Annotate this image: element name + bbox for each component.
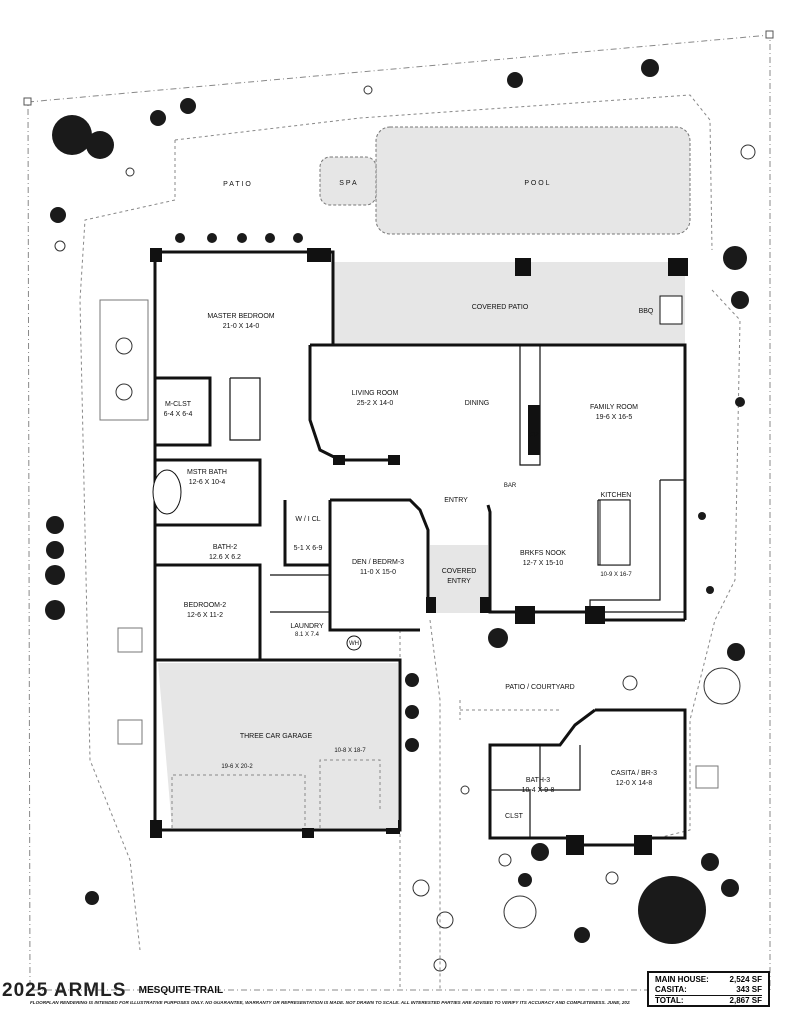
bath-3-name: BATH-3: [526, 777, 550, 784]
living-room-dims: 25-2 X 14-0: [357, 400, 394, 407]
family-room-dims: 19-6 X 16-5: [596, 414, 633, 421]
m-clst-dims: 6-4 X 6-4: [164, 411, 193, 418]
patio-column: [668, 258, 688, 276]
side-patio-pad: [99, 299, 149, 421]
garage-door-right: [319, 759, 381, 828]
family-room-name: FAMILY ROOM: [590, 404, 638, 411]
mstr-bath-name: MSTR BATH: [187, 469, 227, 476]
landscaping: [45, 59, 756, 972]
master-bedroom-dims: 21-0 X 14-0: [223, 323, 260, 330]
bbq-label: BBQ: [639, 308, 654, 315]
wicl-dims: 5-1 X 6-9: [294, 545, 323, 552]
square-footage-box: MAIN HOUSE: 2,524 SF CASITA: 343 SF TOTA…: [647, 971, 770, 1007]
copyright-watermark: 2025 ARMLS: [2, 980, 127, 1001]
main-house-label: MAIN HOUSE:: [655, 975, 709, 984]
utility-pad: [695, 765, 719, 789]
covered-patio: [333, 262, 685, 344]
lot-line: [27, 34, 771, 991]
garage-name: THREE CAR GARAGE: [240, 733, 313, 740]
entry-label: ENTRY: [444, 497, 468, 504]
bathtub: [152, 469, 182, 515]
wicl-name: W / I CL: [295, 516, 320, 523]
dining-label: DINING: [465, 400, 490, 407]
kitchen-dims: 10-9 X 16-7: [600, 572, 632, 578]
mstr-bath-dims: 12-6 X 10-4: [189, 479, 226, 486]
laundry-name: LAUNDRY: [290, 623, 324, 630]
brkfs-nook-dims: 12-7 X 15-10: [523, 560, 564, 567]
patio-courtyard-label: PATIO / COURTYARD: [505, 684, 575, 691]
casita-row: CASITA: 343 SF: [655, 985, 762, 995]
garage-floor: [158, 663, 398, 828]
bath-2-dims: 12.6 X 6.2: [209, 554, 241, 561]
casita-closet-wall: [490, 789, 531, 838]
bar-label: BAR: [504, 483, 517, 489]
casita-column: [566, 835, 584, 855]
living-room-name: LIVING ROOM: [352, 390, 399, 397]
main-house-row: MAIN HOUSE: 2,524 SF: [655, 975, 762, 985]
utility-pad: [117, 627, 143, 653]
main-house-value: 2,524 SF: [729, 975, 762, 984]
bedroom-2-name: BEDROOM-2: [184, 602, 227, 609]
laundry-dims: 8.1 X 7.4: [295, 632, 320, 638]
bedroom-2-dims: 12-6 X 11-2: [187, 612, 223, 619]
bath-3-dims: 10-4 X 9-8: [522, 787, 555, 794]
bbq-counter: [659, 295, 683, 325]
garage-dims-left: 19-6 X 20-2: [221, 764, 253, 770]
casita-column: [634, 835, 652, 855]
covered-patio-label: COVERED PATIO: [472, 304, 529, 311]
lot-corner-marker: [23, 97, 32, 106]
master-bedroom-name: MASTER BEDROOM: [207, 313, 274, 320]
room-labels: MASTER BEDROOM 21-0 X 14-0 M-CLST 6-4 X …: [164, 313, 658, 820]
spa-label: S P A: [339, 180, 357, 187]
pool-label: P O O L: [524, 180, 549, 187]
main-house-walls: [153, 250, 687, 832]
entry-column: [426, 597, 436, 613]
covered-entry: [430, 545, 488, 613]
walkway-outline: [399, 619, 560, 990]
garage-door-left: [171, 774, 306, 828]
utility-pad: [117, 719, 143, 745]
kitchen-island: [599, 499, 631, 566]
entry-column: [480, 597, 490, 613]
casita-label: CASITA:: [655, 985, 687, 994]
den-name: DEN / BEDRM-3: [352, 559, 404, 566]
patio-column: [515, 258, 531, 276]
hardscape-outline: [79, 94, 741, 951]
covered-entry-line2: ENTRY: [447, 578, 471, 585]
address-row: 2025 ARMLS MESQUITE TRAIL: [2, 980, 223, 1002]
casita-walls: [488, 708, 687, 847]
casita-name: CASITA / BR-3: [611, 770, 657, 777]
spa: [319, 156, 377, 206]
lot-corner-marker: [765, 30, 774, 39]
clst-label: CLST: [505, 813, 524, 820]
m-clst-name: M-CLST: [165, 401, 192, 408]
patio-label: P A T I O: [223, 181, 251, 188]
fp-label: FP: [530, 432, 539, 439]
casita-bath-wall: [539, 745, 581, 791]
disclaimer-text: FLOORPLAN RENDERING IS INTENDED FOR ILLU…: [30, 1000, 630, 1005]
bath-2-name: BATH-2: [213, 544, 237, 551]
kitchen-name: KITCHEN: [601, 492, 632, 499]
covered-entry-line1: COVERED: [442, 568, 477, 575]
den-dims: 11-0 X 15-0: [360, 569, 396, 576]
street-name: MESQUITE TRAIL: [138, 985, 224, 997]
total-row: TOTAL: 2,867 SF: [655, 995, 762, 1006]
casita-dims: 12-0 X 14-8: [616, 780, 653, 787]
wh-label: WH: [349, 641, 359, 647]
water-heater: [346, 635, 362, 651]
total-label: TOTAL:: [655, 996, 684, 1005]
casita-value: 343 SF: [736, 985, 762, 994]
total-value: 2,867 SF: [729, 996, 762, 1005]
brkfs-nook-name: BRKFS NOOK: [520, 550, 566, 557]
garage-dims-right: 10-8 X 18-7: [334, 748, 366, 754]
